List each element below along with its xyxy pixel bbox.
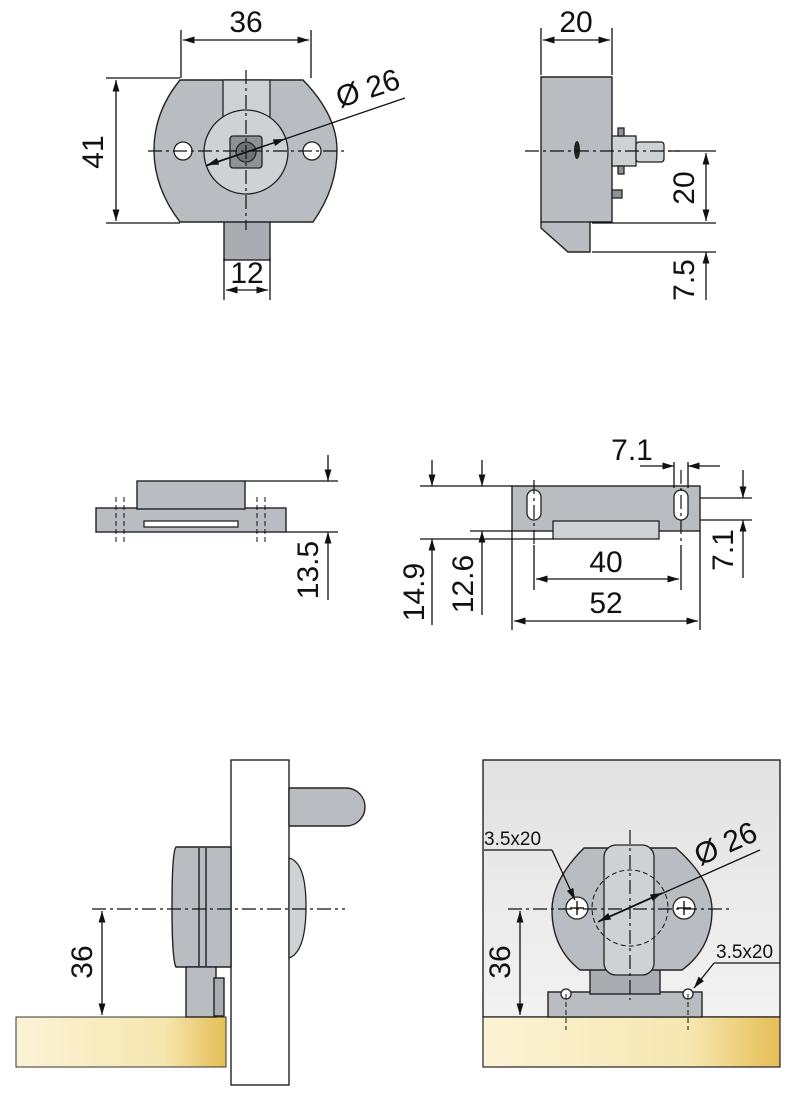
mount-right-diameter-line [598, 892, 663, 922]
dim-front-diameter: Ø 26 [332, 63, 404, 114]
dim-side-offset: 7.5 [668, 259, 701, 301]
plate-lower [552, 520, 660, 540]
dim-mount-screw-top: 3.5x20 [484, 829, 541, 850]
mount-left-foot [185, 966, 217, 1018]
mount-left-body [171, 846, 232, 968]
dim-plate-slot: 7.1 [611, 434, 653, 467]
dim-side-height: 20 [668, 171, 701, 204]
dim-plate-outer: 52 [589, 587, 622, 620]
mount-left-shelf [15, 1016, 227, 1068]
dim-front-stem: 12 [230, 257, 263, 290]
mount-right-screw-top-leader [551, 849, 576, 901]
dim-mount-screw-bottom: 3.5x20 [716, 942, 773, 963]
side-pin [635, 141, 665, 163]
dim-plate-h2: 12.6 [447, 555, 480, 613]
flat-view: 13.5 [95, 455, 338, 600]
mount-right-view: Ø 26 3.5x20 3.5x20 36 [482, 759, 781, 1068]
mount-left-panel [230, 759, 290, 1086]
front-view: 36 41 Ø 26 12 [77, 6, 406, 300]
mount-right-shelf [482, 1016, 781, 1068]
side-slot [574, 141, 580, 159]
mount-left-view: 36 [15, 759, 366, 1086]
side-view: 20 20 7.5 [525, 6, 716, 301]
dim-front-height: 41 [77, 135, 110, 168]
side-tab-bottom [617, 165, 625, 175]
dim-side-depth: 20 [559, 6, 592, 39]
side-tab-top [617, 127, 625, 137]
dim-plate-slot-v: 7.1 [707, 529, 740, 571]
side-tab-lower [611, 189, 623, 199]
dim-mount-left-height: 36 [66, 945, 99, 978]
mount-right-screw-right-cross [677, 901, 691, 915]
dim-plate-h1: 14.9 [398, 563, 431, 621]
mount-right-latch [603, 844, 655, 976]
dim-mount-right-height: 36 [484, 945, 517, 978]
dim-front-width: 36 [229, 6, 262, 39]
mount-left-tab [213, 977, 225, 1017]
mount-right-inner-circle [591, 869, 669, 947]
mount-left-pin [288, 787, 366, 827]
flat-top [136, 480, 246, 510]
dim-26-line [206, 138, 286, 166]
flat-slot [143, 520, 239, 528]
plate-view: 7.1 7.1 14.9 12.6 40 52 [398, 434, 752, 630]
dim-flat-height: 13.5 [292, 541, 325, 599]
mount-left-dome [288, 857, 307, 959]
dim-plate-inner: 40 [589, 546, 622, 579]
side-body [540, 76, 613, 253]
flat-base [95, 507, 287, 533]
mount-right-screw-left-cross [570, 901, 584, 915]
mount-right-screw-bottom-leader [693, 962, 715, 989]
